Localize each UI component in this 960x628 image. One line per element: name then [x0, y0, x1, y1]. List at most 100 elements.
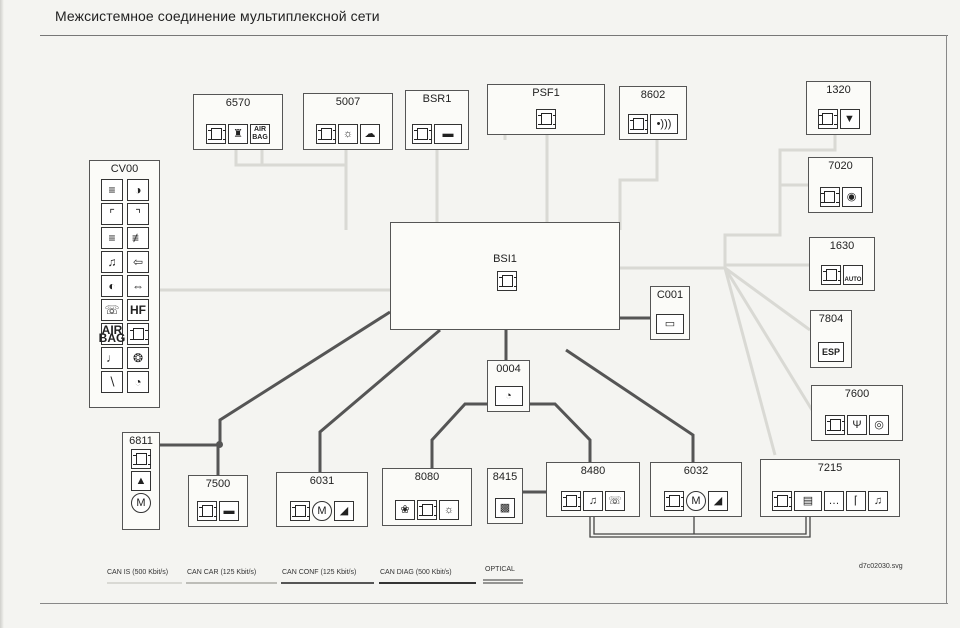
- module-bsi1[interactable]: BSI1: [390, 222, 620, 330]
- ecu-chip-icon: [817, 109, 838, 129]
- ecu-chip-icon: [290, 501, 310, 521]
- module-label: 1320: [826, 84, 851, 96]
- ecu-chip-icon: [536, 109, 556, 129]
- module-8415[interactable]: 8415 ▩: [487, 468, 523, 524]
- module-c001[interactable]: C001 ▭: [650, 286, 690, 340]
- ecu-chip-icon: [772, 491, 792, 511]
- wire-7804: [724, 266, 811, 332]
- module-label: 8480: [580, 465, 606, 477]
- fog-light-icon: ≡: [101, 227, 123, 249]
- module-cv00[interactable]: CV00 ≡ ◑ ⌜ ⌝ ≡ ≢ ♫ ⇦ ◐ ⇔ ☏ HF AIR BAG ♩ …: [89, 160, 160, 408]
- motor-icon: M: [131, 493, 151, 513]
- airbag-icon: AIR BAG: [250, 124, 270, 144]
- module-6031[interactable]: 6031 M ◢: [276, 472, 368, 527]
- module-7500[interactable]: 7500 ▬: [188, 475, 248, 527]
- can-is-wires: [160, 131, 837, 456]
- module-1630[interactable]: 1630 AUTO: [809, 237, 875, 291]
- trumpet-horn-icon: ♩: [101, 347, 123, 369]
- module-1320[interactable]: 1320 ▼: [806, 81, 871, 135]
- cd-icon: ◎: [869, 415, 889, 435]
- wire-7215: [723, 267, 777, 456]
- ecu-chip-icon: [561, 491, 581, 511]
- turn-signal-left-icon: ⇦: [127, 251, 149, 273]
- ecu-chip-icon: [821, 265, 841, 285]
- motor-icon: M: [312, 501, 332, 521]
- frame-bottom-edge: [40, 603, 948, 604]
- ecu-chip-icon: [497, 271, 517, 291]
- navigation-car-icon: …: [824, 491, 844, 511]
- can-conf-wires: [160, 310, 695, 494]
- esp-icon: ESP: [818, 342, 844, 362]
- front-wiper-icon: ⌜: [101, 203, 123, 225]
- ecu-chip-icon: [316, 124, 336, 144]
- module-8480[interactable]: 8480 ♫ ☏: [546, 462, 640, 517]
- module-label: 6570: [225, 97, 251, 109]
- telephone-keypad-icon: ☏: [605, 491, 625, 511]
- module-0004[interactable]: 0004 ◔: [487, 360, 530, 412]
- bracket-icon: ⌈: [846, 491, 866, 511]
- ecu-chip-icon: [664, 491, 684, 511]
- module-6811[interactable]: 6811 ▲ M: [122, 432, 160, 530]
- sun-sensor-icon: ☼: [338, 124, 358, 144]
- airbag-icon: AIR BAG: [98, 323, 126, 345]
- wire-7600: [723, 267, 814, 411]
- ecu-chip-icon: [825, 415, 845, 435]
- gauge-icon: ◔: [127, 371, 149, 393]
- low-beam-icon: ≡: [101, 179, 123, 201]
- door-window-icon: ◢: [708, 491, 728, 511]
- legend-can-diag: CAN DIAG (500 Kbit/s): [380, 569, 452, 576]
- parking-light-icon: ◐: [101, 275, 123, 297]
- scan-edge-shadow: [0, 0, 4, 628]
- module-bsr1[interactable]: BSR1 ▬: [405, 90, 469, 150]
- wire-top-modules: [435, 131, 659, 230]
- car-icon: ▬: [434, 124, 462, 144]
- module-label: 8602: [640, 89, 666, 101]
- legend-optical: OPTICAL: [485, 566, 515, 573]
- module-8080[interactable]: 8080 ❀ ☼: [382, 468, 472, 526]
- diagnostic-socket-icon: ▭: [656, 314, 684, 334]
- module-label: 7804: [818, 313, 844, 325]
- phone-icon: ☏: [101, 299, 123, 321]
- legend-can-car: CAN CAR (125 Kbit/s): [187, 569, 257, 576]
- module-label: 7215: [817, 462, 843, 474]
- module-6032[interactable]: 6032 M ◢: [650, 462, 742, 517]
- module-psf1[interactable]: PSF1: [487, 84, 605, 135]
- motor-icon: M: [686, 491, 706, 511]
- module-7804[interactable]: 7804 ESP: [810, 310, 852, 368]
- horn-icon: ♫: [101, 251, 123, 273]
- ecu-chip-icon: [819, 187, 840, 207]
- alarm-signal-icon: •))): [650, 114, 678, 134]
- module-label: 8415: [492, 471, 518, 483]
- wire-6031: [318, 328, 441, 472]
- module-5007[interactable]: 5007 ☼ ☁: [303, 93, 393, 150]
- hands-free-icon: HF: [127, 299, 149, 321]
- frame-right-edge: [946, 35, 947, 603]
- rear-fog-icon: ≢: [127, 227, 149, 249]
- ecu-chip-icon: [127, 323, 149, 345]
- module-6570[interactable]: 6570 ♜ AIR BAG: [193, 94, 283, 150]
- car-side-icon: ▬: [219, 501, 239, 521]
- module-label: CV00: [110, 163, 139, 175]
- fan-icon: ❀: [395, 500, 415, 520]
- wire-6032: [565, 348, 695, 462]
- display-screen-icon: ▤: [794, 491, 822, 511]
- sunroof-icon: ▲: [131, 471, 151, 491]
- module-7020[interactable]: 7020 ◉: [808, 157, 873, 213]
- high-beam-icon: ◑: [127, 179, 149, 201]
- ecu-chip-icon: [417, 500, 437, 520]
- module-7215[interactable]: 7215 ▤ … ⌈ ♫: [760, 459, 900, 517]
- antenna-icon: Ψ: [847, 415, 867, 435]
- audio-icon: ♫: [868, 491, 888, 511]
- module-label: 0004: [496, 363, 521, 375]
- module-7600[interactable]: 7600 Ψ ◎: [811, 385, 903, 441]
- module-label: 7020: [828, 160, 853, 172]
- rain-sensor-icon: ☁: [360, 124, 380, 144]
- drawing-reference: d7c02030.svg: [859, 563, 903, 570]
- cd-changer-icon: ▩: [495, 498, 515, 518]
- wire-8080: [430, 402, 488, 468]
- module-label: 6032: [683, 465, 709, 477]
- module-label: BSI1: [493, 253, 517, 265]
- module-8602[interactable]: 8602 •))): [619, 86, 687, 140]
- wiper-sweep-icon: ∖: [101, 371, 123, 393]
